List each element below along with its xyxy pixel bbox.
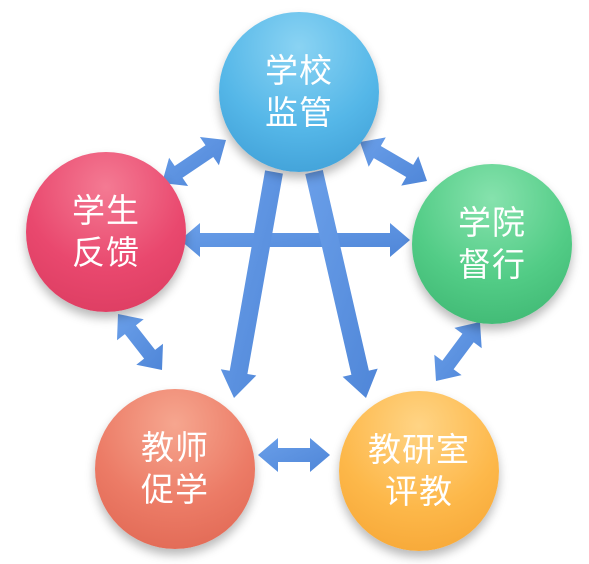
arrow-school-research: [305, 170, 378, 398]
node-teacher-line2: 促学: [141, 470, 209, 509]
arrow-teacher-research: [258, 438, 330, 472]
arrow-student-teacher: [117, 314, 163, 370]
node-student-feedback: 学生 反馈: [26, 152, 186, 312]
node-student-line2: 反馈: [72, 233, 140, 272]
node-college-supervision: 学院 督行: [412, 164, 572, 324]
node-college-line1: 学院: [458, 203, 526, 242]
node-school-supervision: 学校 监管: [219, 12, 379, 172]
node-teacher-line1: 教师: [141, 428, 209, 467]
node-student-line1: 学生: [72, 191, 140, 230]
node-college-line2: 督行: [458, 245, 526, 284]
node-school-line1: 学校: [265, 51, 333, 90]
node-school-line2: 监管: [265, 93, 333, 132]
arrow-college-research: [434, 322, 482, 381]
arrow-school-student: [162, 137, 226, 186]
node-teacher-promotion: 教师 促学: [95, 389, 255, 549]
arrow-school-college: [360, 137, 427, 186]
node-research-evaluation: 教研室 评教: [339, 391, 499, 551]
arrow-student-college: [180, 223, 410, 257]
node-research-line1: 教研室: [368, 430, 470, 469]
arrow-school-teacher: [220, 170, 283, 398]
node-research-line2: 评教: [385, 472, 453, 511]
